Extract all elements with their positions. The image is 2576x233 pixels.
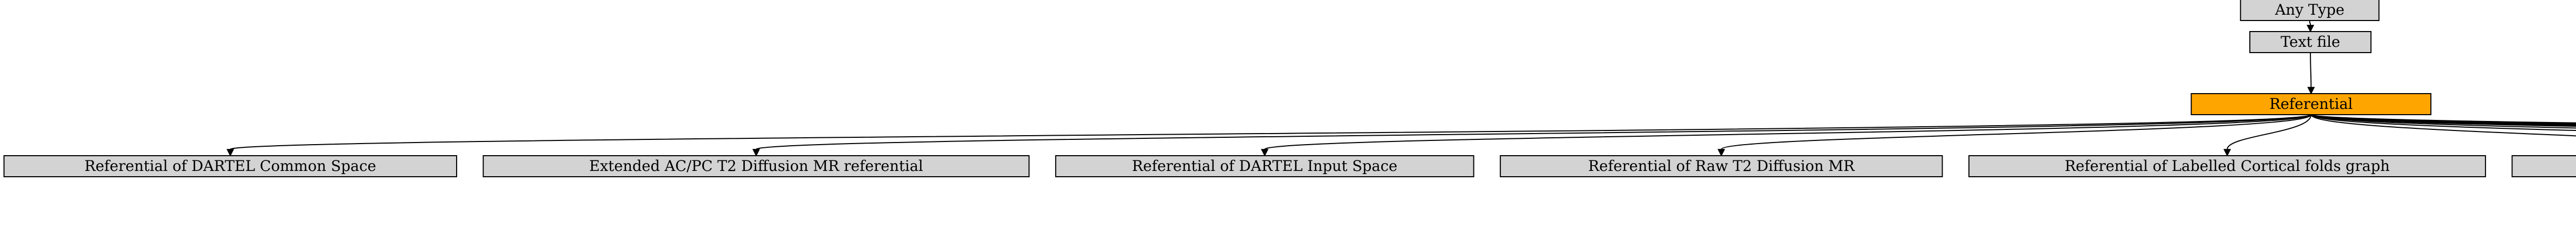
- edge-line: [2310, 52, 2312, 88]
- node-label: Text file: [2281, 33, 2340, 50]
- edge-line: [755, 114, 2312, 150]
- edge-arrowhead: [2306, 25, 2315, 33]
- edge-referential-to-scanner_based: [2310, 114, 2576, 127]
- edge-arrowhead: [1718, 149, 1725, 157]
- edge-referential-to-ext_acpc_t2: [752, 114, 2312, 157]
- edge-arrowhead: [1260, 149, 1269, 157]
- edge-line: [2310, 114, 2576, 129]
- node-label: Extended AC/PC T2 Diffusion MR referenti…: [589, 157, 923, 175]
- edge-line: [1264, 114, 2312, 150]
- node-label: Referential of DARTEL Input Space: [1132, 157, 1398, 175]
- edge-referential-to-labelled_folds: [2223, 114, 2312, 157]
- node-box[interactable]: [1968, 155, 2486, 177]
- edge-referential-to-dartel_input: [1260, 114, 2312, 157]
- edge-referential-to-disco_subject: [2310, 114, 2576, 137]
- node-box[interactable]: [2190, 93, 2432, 115]
- node-labelled-folds[interactable]: Referential of Labelled Cortical folds g…: [1968, 155, 2486, 177]
- edge-referential-to-raw_t1: [2310, 114, 2576, 124]
- edge-line: [2310, 114, 2576, 124]
- edge-referential-to-disco_common: [2310, 114, 2576, 129]
- node-disco-subject[interactable]: Referential of DISCO Subject Space: [2511, 155, 2576, 177]
- node-box[interactable]: [2249, 31, 2372, 53]
- edge-line: [2310, 114, 2576, 137]
- node-label: Any Type: [2275, 1, 2345, 18]
- node-label: Referential of Raw T2 Diffusion MR: [1588, 157, 1855, 175]
- node-label: Referential of Labelled Cortical folds g…: [2065, 157, 2390, 175]
- node-label: Referential: [2269, 95, 2352, 113]
- edge-line: [1721, 114, 2312, 150]
- edge-referential-to-p_mri: [2310, 114, 2576, 126]
- node-label: Referential of DARTEL Common Space: [85, 157, 377, 175]
- node-any-type[interactable]: Any Type: [2240, 0, 2380, 21]
- edge-arrowhead: [2307, 87, 2315, 95]
- edge-line: [2310, 114, 2576, 126]
- edge-arrowhead: [226, 149, 235, 157]
- node-box[interactable]: [482, 155, 1030, 177]
- edge-text_file-to-referential: [2307, 52, 2315, 95]
- edge-line: [2310, 114, 2576, 127]
- node-referential[interactable]: Referential: [2190, 93, 2432, 115]
- node-raw-t2-diff[interactable]: Referential of Raw T2 Diffusion MR: [1500, 155, 1943, 177]
- edge-arrowhead: [752, 149, 760, 157]
- edges-layer: [226, 20, 2576, 157]
- edge-any_type-to-text_file: [2306, 20, 2315, 33]
- edge-referential-to-pial: [2310, 114, 2576, 131]
- node-box[interactable]: [1500, 155, 1943, 177]
- edge-line: [2310, 114, 2576, 131]
- edge-line: [2226, 114, 2312, 150]
- edge-referential-to-dartel_common: [226, 114, 2312, 157]
- node-dartel-common[interactable]: Referential of DARTEL Common Space: [3, 155, 458, 177]
- node-box[interactable]: [1055, 155, 1474, 177]
- edge-arrowhead: [2223, 149, 2231, 157]
- node-dartel-input[interactable]: Referential of DARTEL Input Space: [1055, 155, 1474, 177]
- node-box[interactable]: [3, 155, 458, 177]
- edge-line: [229, 114, 2312, 150]
- node-box[interactable]: [2240, 0, 2380, 21]
- node-text-file[interactable]: Text file: [2249, 31, 2372, 53]
- node-ext-acpc-t2[interactable]: Extended AC/PC T2 Diffusion MR referenti…: [482, 155, 1030, 177]
- edge-referential-to-raw_t2_diff: [1718, 114, 2312, 157]
- node-box[interactable]: [2511, 155, 2576, 177]
